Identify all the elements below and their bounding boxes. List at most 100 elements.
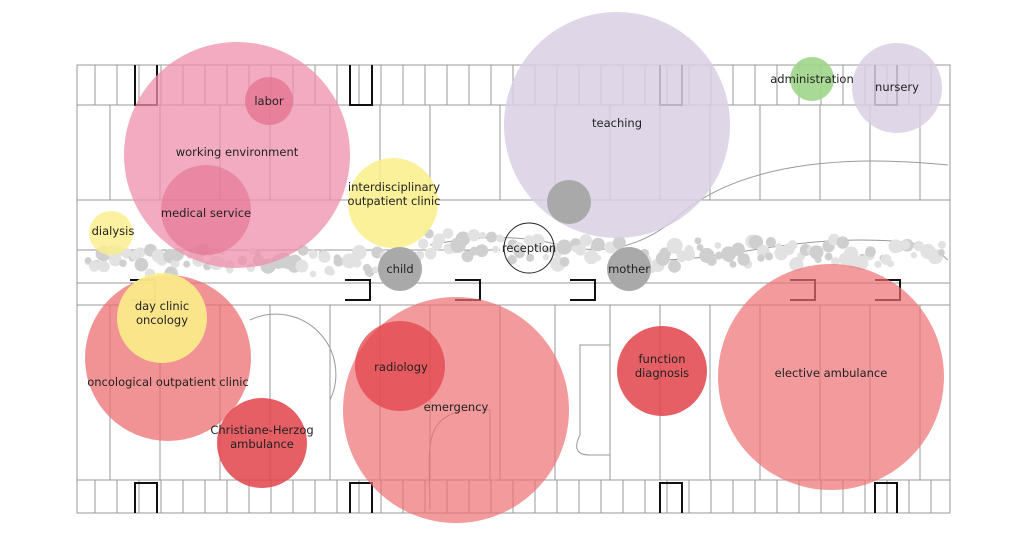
circulation-dot bbox=[594, 254, 602, 262]
labor-circle bbox=[245, 77, 293, 125]
circulation-dot bbox=[787, 240, 798, 250]
circulation-dot bbox=[170, 258, 180, 269]
child-circle bbox=[378, 247, 422, 291]
circulation-dot bbox=[486, 231, 498, 243]
circulation-dot bbox=[544, 246, 551, 253]
christiane-herzog-ambulance-circle bbox=[217, 398, 307, 488]
circulation-dot bbox=[765, 236, 777, 248]
stairwell bbox=[134, 482, 158, 513]
reception-label: reception bbox=[502, 241, 556, 255]
circulation-dot bbox=[497, 235, 505, 243]
emergency-label: emergency bbox=[424, 400, 489, 414]
circulation-dot bbox=[729, 260, 737, 268]
circulation-dot bbox=[151, 249, 166, 263]
working-environment-label: working environment bbox=[176, 145, 299, 159]
circulation-dot bbox=[824, 252, 833, 261]
circulation-dot bbox=[309, 270, 317, 278]
circulation-dot bbox=[88, 260, 100, 272]
circulation-dot bbox=[530, 233, 545, 248]
circulation-dot bbox=[433, 233, 445, 246]
circulation-dot bbox=[655, 251, 670, 266]
circulation-dot bbox=[442, 228, 454, 239]
stairwell bbox=[349, 65, 373, 106]
circulation-dot bbox=[417, 238, 429, 249]
circulation-dot bbox=[183, 260, 191, 268]
interdisciplinary-outpatient-clinic-label: interdisciplinary bbox=[348, 180, 440, 194]
circulation-dot bbox=[714, 251, 723, 260]
circulation-dot bbox=[455, 231, 471, 246]
circulation-dot bbox=[591, 237, 605, 252]
circulation-dot bbox=[809, 245, 824, 260]
circulation-dot bbox=[542, 254, 550, 261]
christiane-herzog-ambulance-label: Christiane-Herzog bbox=[210, 423, 313, 437]
circulation-dot bbox=[668, 259, 681, 273]
circulation-dot bbox=[424, 247, 437, 260]
circulation-dot bbox=[327, 268, 335, 276]
circulation-dot bbox=[694, 237, 702, 245]
interdisciplinary-outpatient-clinic-circle bbox=[348, 158, 438, 248]
function-diagnosis-label: function bbox=[639, 352, 686, 366]
circulation-dot bbox=[900, 240, 911, 250]
stairwell bbox=[659, 482, 683, 513]
zone-circles bbox=[85, 12, 944, 523]
circulation-dot bbox=[854, 255, 869, 271]
courtyard bbox=[576, 344, 611, 456]
day-clinic-oncology-circle bbox=[117, 273, 207, 363]
circulation-dot bbox=[318, 250, 331, 263]
circulation-dot bbox=[775, 243, 783, 251]
function-diagnosis-label: diagnosis bbox=[635, 366, 689, 380]
radiology-circle bbox=[355, 321, 445, 411]
circulation-dot bbox=[119, 259, 127, 267]
circulation-dot bbox=[666, 237, 683, 254]
nursery-label: nursery bbox=[875, 80, 919, 94]
circulation-dot bbox=[830, 256, 840, 266]
stairwell bbox=[345, 279, 371, 301]
circulation-dot bbox=[682, 247, 696, 261]
radiology-label: radiology bbox=[374, 360, 428, 374]
administration-circle bbox=[790, 57, 834, 101]
dialysis-circle bbox=[89, 211, 133, 255]
circulation-dot bbox=[731, 242, 745, 256]
circulation-dot bbox=[757, 254, 765, 262]
circulation-dot bbox=[699, 247, 715, 263]
circulation-dot bbox=[84, 257, 92, 264]
mother-label: mother bbox=[608, 262, 650, 276]
child-label: child bbox=[386, 262, 413, 276]
labor-label: labor bbox=[254, 94, 284, 108]
circulation-dot bbox=[533, 245, 540, 252]
circulation-dot bbox=[478, 231, 487, 240]
circulation-dot bbox=[308, 249, 318, 259]
stairwell bbox=[570, 279, 596, 301]
circulation-dot bbox=[135, 247, 146, 258]
circulation-dot bbox=[507, 254, 517, 265]
dialysis-label: dialysis bbox=[92, 224, 135, 238]
medical-service-circle bbox=[161, 165, 251, 255]
day-clinic-oncology-label: oncology bbox=[136, 313, 188, 327]
christiane-herzog-ambulance-label: ambulance bbox=[230, 437, 294, 451]
circulation-dot bbox=[764, 252, 774, 261]
teaching-circle bbox=[504, 12, 730, 238]
circulation-dot bbox=[789, 257, 804, 272]
circulation-dot bbox=[372, 266, 379, 274]
circulation-dot bbox=[98, 260, 110, 273]
circulation-dot bbox=[475, 244, 489, 258]
interdisciplinary-outpatient-clinic-label: outpatient clinic bbox=[348, 194, 441, 208]
circulation-dot bbox=[526, 253, 535, 262]
stairwell bbox=[874, 482, 898, 513]
circulation-dot bbox=[584, 249, 599, 265]
function-diagnosis-circle bbox=[617, 326, 707, 416]
circulation-dot bbox=[612, 236, 626, 250]
circulation-dot bbox=[910, 251, 917, 259]
curved-corridor bbox=[429, 160, 949, 250]
circulation-dot bbox=[352, 245, 367, 260]
circulation-dot bbox=[295, 259, 309, 273]
stairwell bbox=[349, 482, 373, 513]
reception-circle bbox=[503, 222, 555, 274]
circulation-dot bbox=[351, 258, 362, 268]
circulation-dot bbox=[938, 240, 947, 249]
mother-circle bbox=[607, 247, 651, 291]
circulation-dot bbox=[737, 253, 750, 266]
circulation-dot bbox=[467, 229, 480, 242]
circulation-dot bbox=[333, 254, 341, 261]
